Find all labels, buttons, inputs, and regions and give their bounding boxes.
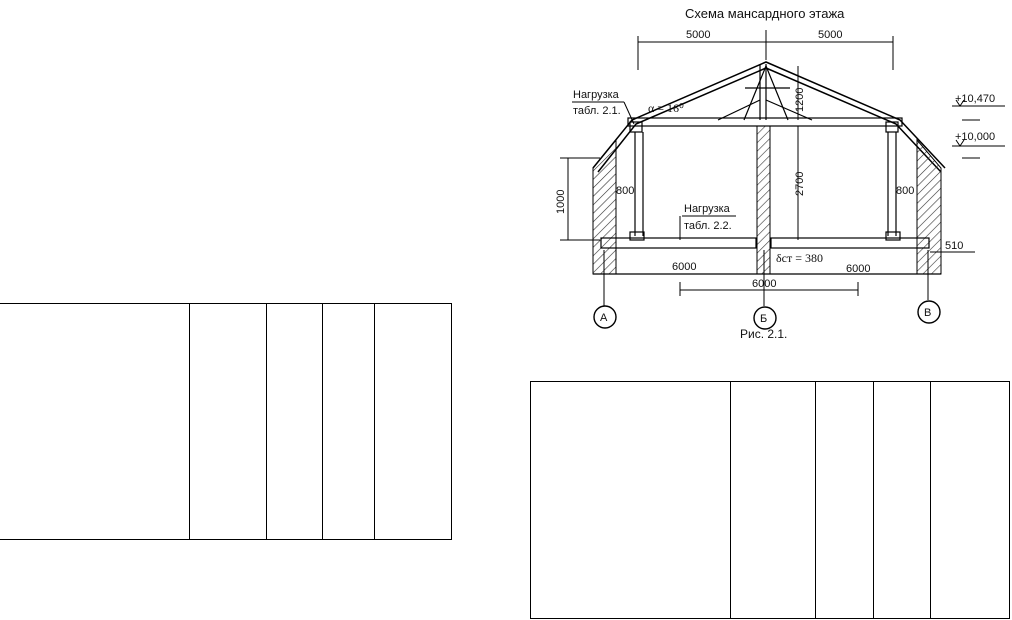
table-cell — [929, 381, 1011, 619]
elevation-marks — [930, 99, 1005, 253]
axis-bubble-a: А — [593, 305, 617, 329]
table-cell — [0, 303, 190, 540]
axis-lines — [603, 250, 929, 306]
load-roof-line1: Нагрузка — [573, 89, 620, 101]
axis-label-v: В — [924, 307, 931, 319]
axis-bubble-b: Б — [753, 306, 777, 330]
table-row — [529, 381, 1011, 619]
dim-post-right: 800 — [896, 185, 914, 197]
dim-wall-offset: 510 — [945, 240, 963, 252]
floor-slab — [593, 237, 941, 275]
bottom-dimension-line — [679, 282, 859, 296]
table-cell — [730, 381, 816, 619]
elevation-bottom: +10,000 — [955, 131, 995, 143]
elevation-top: +10,470 — [955, 93, 995, 105]
table-cell — [529, 381, 732, 619]
table-cell — [321, 303, 376, 540]
table-cell — [188, 303, 268, 540]
dim-span-left: 6000 — [672, 261, 696, 273]
walls — [592, 125, 942, 275]
axis-label-b: Б — [760, 313, 767, 325]
figure-caption: Рис. 2.1. — [740, 327, 788, 341]
load-roof-line2: табл. 2.1. — [573, 105, 621, 117]
dim-storey-height: 2700 — [794, 172, 806, 196]
figure-title: Схема мансардного этажа — [685, 6, 845, 21]
table-cell — [873, 381, 931, 619]
posts — [629, 132, 901, 241]
truss — [717, 64, 813, 121]
dim-side-height: 1000 — [555, 190, 567, 214]
load-floor-line1: Нагрузка — [684, 203, 731, 215]
dim-top-right: 5000 — [818, 29, 842, 41]
dim-span-right: 6000 — [846, 263, 870, 275]
roof-angle-label: α = 16⁰ — [648, 101, 684, 115]
axis-label-a: А — [600, 312, 608, 324]
left-dimension — [560, 157, 600, 241]
table-cell — [266, 303, 323, 540]
top-dimension-line — [637, 30, 894, 70]
wall-thickness-label: δст = 380 — [776, 251, 823, 265]
dim-rafter-height: 1200 — [794, 88, 806, 112]
table-cell — [374, 303, 452, 540]
table-right — [529, 381, 1011, 619]
table-cell — [814, 381, 875, 619]
axis-bubble-v: В — [917, 300, 941, 324]
dim-post-left: 800 — [616, 185, 634, 197]
dim-top-left: 5000 — [686, 29, 710, 41]
load-floor-line2: табл. 2.2. — [684, 220, 732, 232]
table-row — [0, 303, 452, 540]
table-left — [0, 303, 452, 540]
